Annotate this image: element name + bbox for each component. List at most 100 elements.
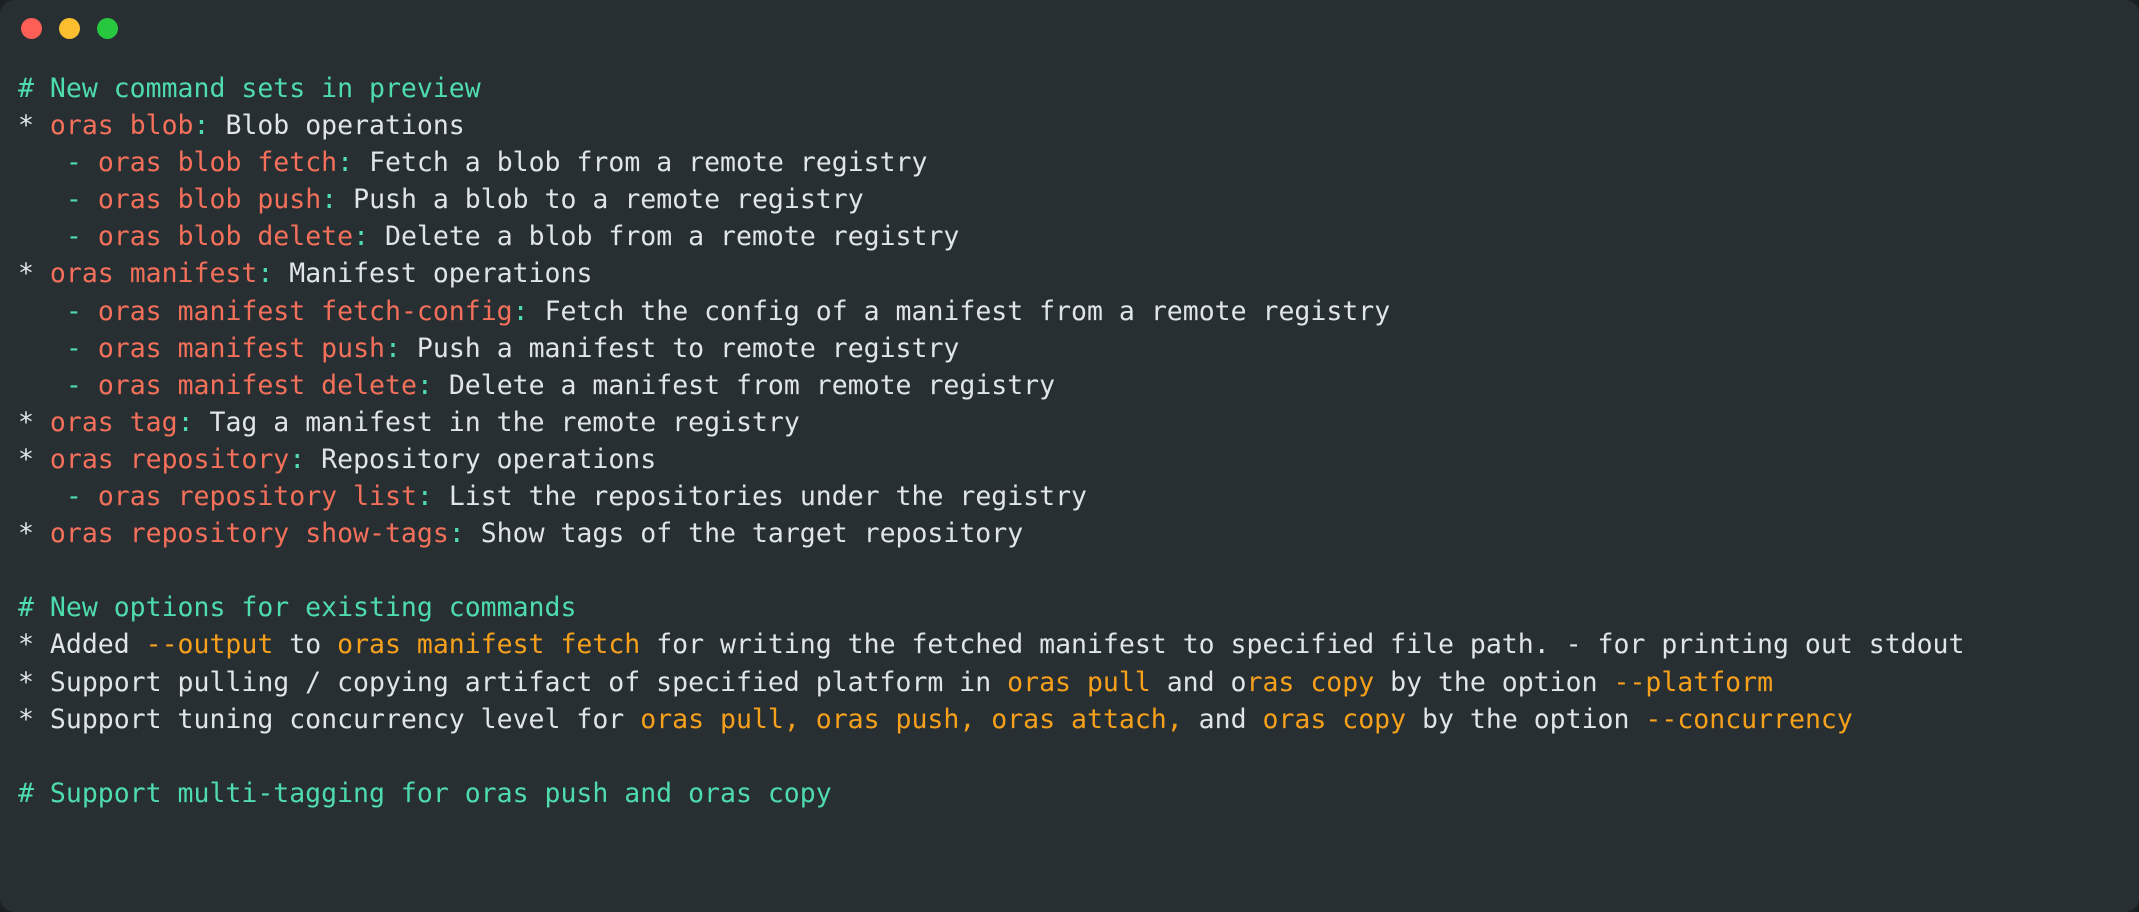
text-segment: Repository operations [305,443,657,475]
text-segment: oras repository show-tags [49,518,449,550]
text-segment: oras copy [1262,703,1407,735]
text-segment: --concurrency [1645,703,1853,735]
text-segment: Fetch a blob from a remote registry [353,147,928,179]
terminal-output[interactable]: # New command sets in preview* oras blob… [0,56,2139,912]
text-segment: to [273,629,338,661]
terminal-line-cmd-oras-repository-show-tags: * oras repository show-tags: Show tags o… [18,515,2139,552]
terminal-line-opt-concurrency: * Support tuning concurrency level for o… [18,701,2139,738]
text-segment [82,147,98,178]
text-segment: and [1150,666,1231,698]
text-segment: : [512,295,529,327]
text-segment: - [65,184,82,216]
text-segment: - [65,369,82,401]
text-segment: oras repository [49,443,290,475]
close-window-button[interactable] [21,17,42,39]
text-segment [18,184,66,215]
text-segment: : [321,184,338,216]
text-segment: Delete a blob from a remote registry [369,221,960,253]
text-segment: Push a blob to a remote registry [337,184,864,216]
text-segment: : [416,369,433,401]
text-segment: ras copy [1246,666,1375,698]
terminal-line-opt-output: * Added --output to oras manifest fetch … [18,626,2139,663]
text-segment: oras manifest [49,258,258,290]
text-segment: oras pull, [640,703,800,735]
text-segment: : [385,332,401,364]
text-segment: * [18,110,50,142]
text-segment: oras repository list [97,481,417,513]
terminal-line-cmd-oras-manifest: * oras manifest: Manifest operations [18,255,2139,292]
terminal-line-header-multi-tagging: # Support multi-tagging for oras push an… [18,775,2139,812]
text-segment: : [416,481,433,513]
text-segment: oras manifest delete [97,369,417,401]
terminal-line-cmd-oras-manifest-push: - oras manifest push: Push a manifest to… [18,330,2139,367]
text-segment: oras tag [49,406,178,438]
text-segment: - [65,147,82,179]
text-segment [82,296,98,327]
text-segment: : [448,518,465,550]
text-segment: - [65,481,82,513]
window-titlebar [0,0,2139,56]
terminal-line-cmd-oras-blob-push: - oras blob push: Push a blob to a remot… [18,181,2139,218]
terminal-line-cmd-oras-tag: * oras tag: Tag a manifest in the remote… [18,404,2139,441]
text-segment: oras push, [815,703,976,735]
text-segment [18,481,66,512]
terminal-line-cmd-oras-blob-delete: - oras blob delete: Delete a blob from a… [18,218,2139,255]
text-segment [82,333,98,364]
text-segment: * Support pulling / copying artifact of … [18,666,1008,698]
terminal-line-header-new-options: # New options for existing commands [18,589,2139,626]
text-segment: oras blob push [97,184,322,216]
text-segment: Fetch the config of a manifest from a re… [528,295,1391,327]
text-segment: Manifest operations [273,258,593,290]
terminal-line-blank-1 [18,552,2139,589]
terminal-line-cmd-oras-manifest-delete: - oras manifest delete: Delete a manifes… [18,367,2139,404]
text-segment: : [289,443,306,475]
text-segment: List the repositories under the registry [432,481,1088,513]
text-segment: - [65,221,82,253]
terminal-line-cmd-oras-blob: * oras blob: Blob operations [18,107,2139,144]
text-segment: # Support multi-tagging for oras push an… [18,777,832,809]
text-segment: * [18,518,50,550]
text-segment: Tag a manifest in the remote registry [193,406,800,438]
text-segment: oras attach, [991,703,1183,735]
text-segment: # New options for existing commands [18,592,577,624]
text-segment: * Support tuning concurrency level for [18,703,641,735]
terminal-line-blank-2 [18,738,2139,775]
text-segment [18,370,66,401]
terminal-line-cmd-oras-repository: * oras repository: Repository operations [18,441,2139,478]
text-segment: : [193,110,210,142]
terminal-line-cmd-oras-repository-list: - oras repository list: List the reposit… [18,478,2139,515]
text-segment: - [65,332,82,364]
text-segment: by the option [1374,666,1614,698]
text-segment: * Added [18,629,146,661]
text-segment: --platform [1613,666,1774,698]
text-segment [82,184,98,215]
text-segment: by the option [1406,703,1646,735]
text-segment: oras manifest push [97,332,385,364]
text-segment: oras blob fetch [97,147,338,179]
text-segment: Delete a manifest from remote registry [432,369,1056,401]
text-segment: for writing the fetched manifest to spec… [640,629,1965,661]
terminal-line-cmd-oras-blob-fetch: - oras blob fetch: Fetch a blob from a r… [18,144,2139,181]
text-segment: : [177,406,194,438]
text-segment: o [1230,666,1247,698]
text-segment [18,147,66,178]
text-segment: - [65,295,82,327]
text-segment: oras pull [1007,666,1151,698]
text-segment [82,370,98,401]
terminal-line-header-new-command-sets: # New command sets in preview [18,70,2139,107]
text-segment [82,481,98,512]
text-segment [975,704,991,735]
text-segment [18,221,66,252]
terminal-line-opt-platform: * Support pulling / copying artifact of … [18,664,2139,701]
text-segment: * [18,258,50,290]
zoom-window-button[interactable] [97,17,118,39]
text-segment: oras manifest fetch-config [97,295,513,327]
text-segment: and [1182,703,1263,735]
text-segment [800,704,816,735]
terminal-line-cmd-oras-manifest-fetch-config: - oras manifest fetch-config: Fetch the … [18,293,2139,330]
text-segment [18,296,66,327]
minimize-window-button[interactable] [59,17,80,39]
text-segment: Blob operations [209,110,465,142]
text-segment [82,221,98,252]
